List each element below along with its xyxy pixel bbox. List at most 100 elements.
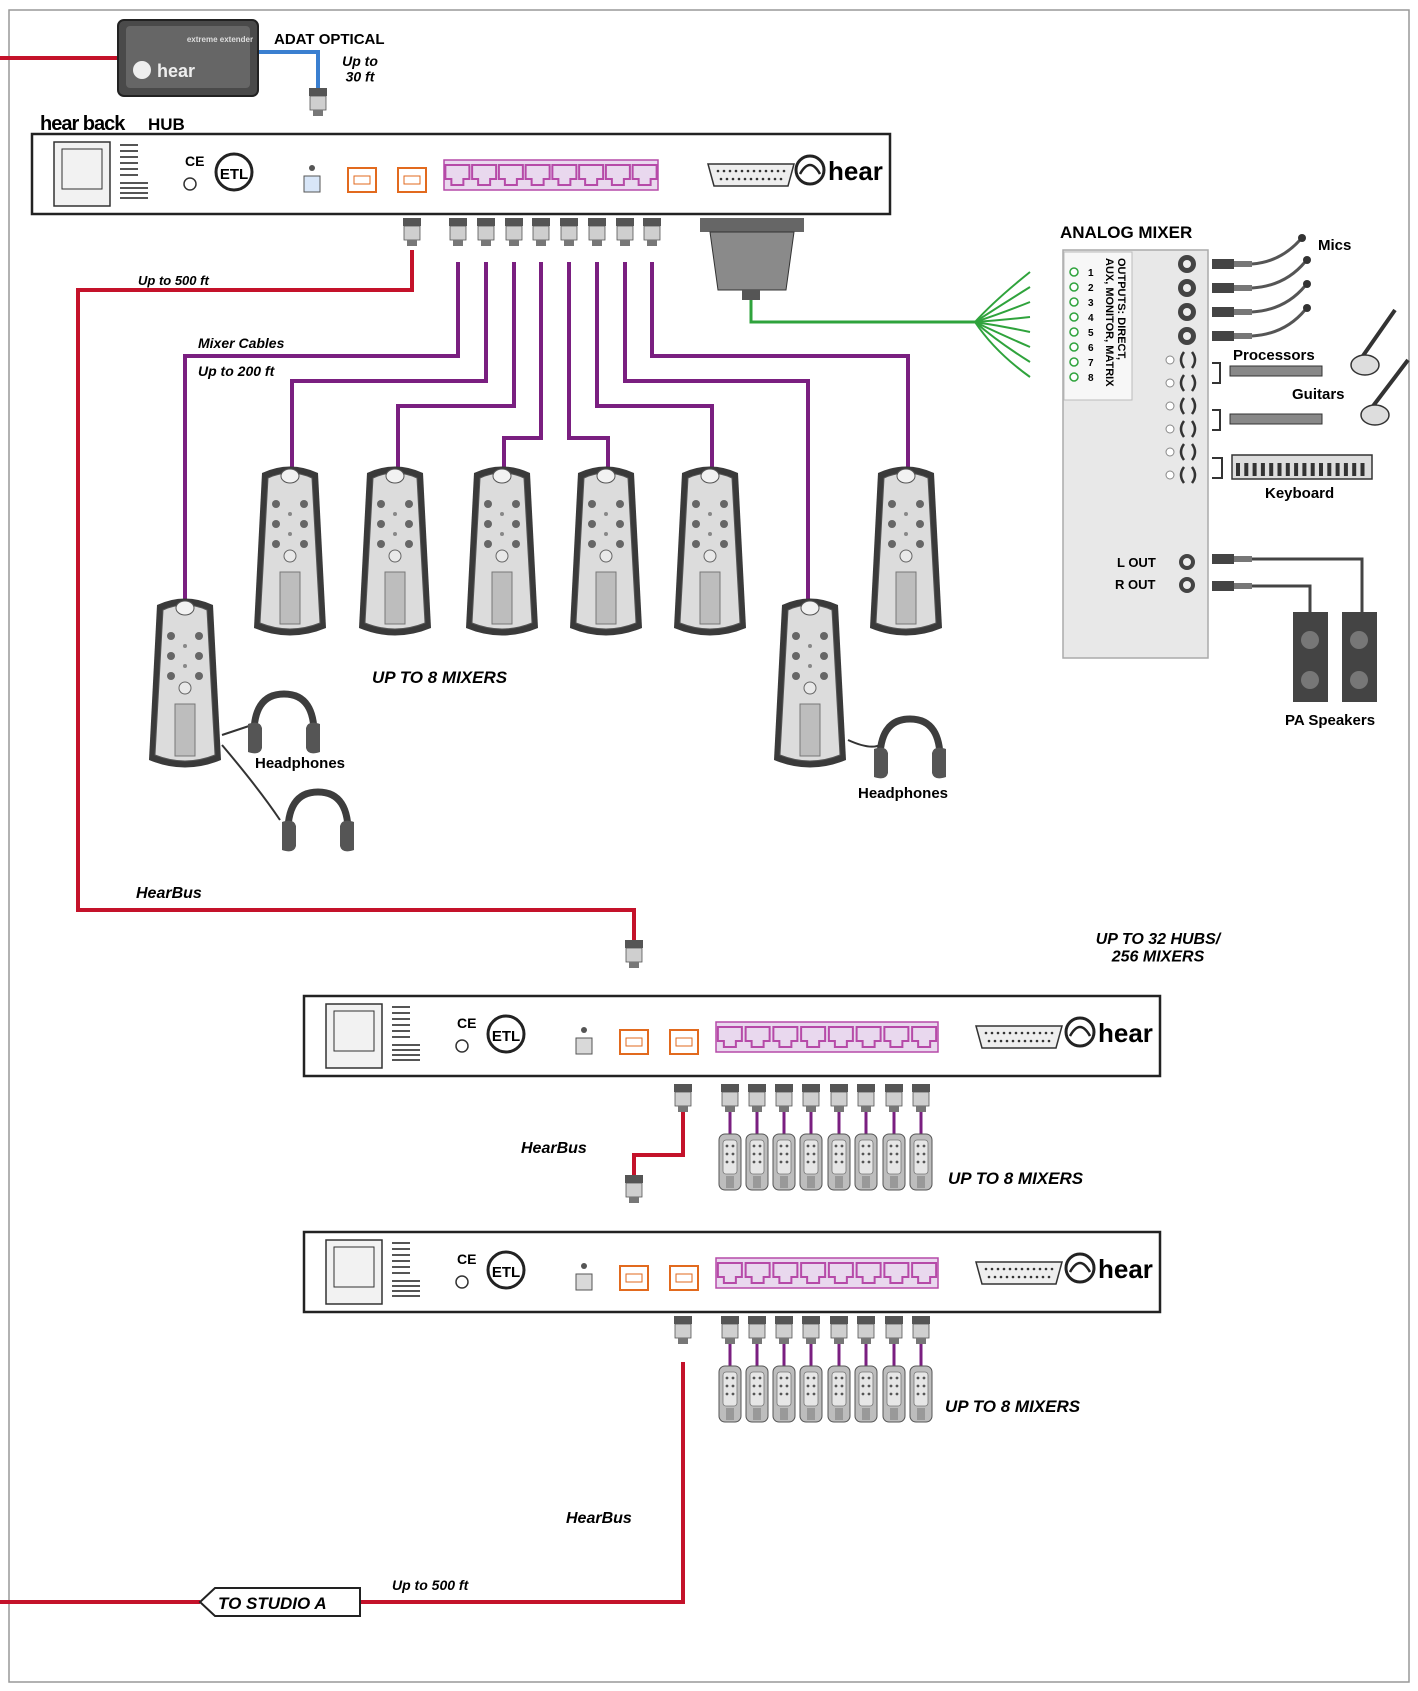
hearback-brand-label: hear back [40, 113, 126, 135]
personal-mixer-7 [148, 598, 222, 768]
personal-mixers-hub3 [673, 1315, 933, 1423]
hub2-in-plug [624, 939, 644, 969]
to-studio-a-tag: TO STUDIO A [198, 1587, 361, 1617]
ce-mark: CE [457, 1015, 476, 1031]
personal-mixer-small [718, 1133, 742, 1191]
personal-mixer-small [909, 1133, 933, 1191]
headphones-icon [874, 719, 946, 778]
adat-plug [308, 87, 328, 117]
mixer-cables-length: Up to 200 ft [198, 363, 276, 379]
power-inlet-icon [325, 1239, 383, 1305]
headphones-icon [248, 694, 320, 753]
personal-mixer-small [854, 1365, 878, 1423]
etl-mark: ETL [492, 1264, 520, 1281]
headphones-label-right: Headphones [858, 785, 948, 802]
hub1-plugs [402, 217, 662, 247]
db25-connector [975, 1025, 1063, 1049]
hub-1: CE ETL hear [30, 132, 892, 216]
guitar-icon [1350, 354, 1380, 376]
hear-logo-icon [1064, 1252, 1096, 1284]
analog-mixer-title: ANALOG MIXER [1060, 223, 1192, 242]
keyboard-label: Keyboard [1265, 485, 1334, 502]
power-inlet-icon [53, 141, 111, 207]
personal-mixer-4 [569, 466, 643, 636]
processors-guitars [1212, 308, 1410, 431]
hearbus-length-top: Up to 500 ft [138, 273, 209, 288]
hub-logo: hear [828, 156, 883, 186]
personal-mixer-small [827, 1133, 851, 1191]
guitars-label: Guitars [1292, 386, 1345, 403]
channel-number: 4 [1088, 313, 1094, 324]
hearbus-label-3: HearBus [566, 1510, 632, 1527]
up-to-8-mixers-mid: UP TO 8 MIXERS [948, 1169, 1084, 1188]
processors-label: Processors [1233, 347, 1315, 364]
channel-number: 3 [1088, 298, 1094, 309]
hearbus-length-bot: Up to 500 ft [392, 1577, 470, 1593]
pa-speakers-label: PA Speakers [1285, 712, 1375, 729]
guitar-icon [1360, 404, 1390, 426]
channel-number: 5 [1088, 328, 1094, 339]
ce-mark: CE [185, 153, 204, 169]
hearbus-cable-hub1-hub2 [76, 250, 636, 940]
mixer-cables-hub1 [183, 262, 910, 600]
up-to-8-mixers-bot: UP TO 8 MIXERS [945, 1397, 1081, 1416]
extender-logo-icon [133, 61, 151, 79]
extender-brand: hear [157, 61, 195, 81]
personal-mixer-small [745, 1133, 769, 1191]
adat-optical-label: ADAT OPTICAL [274, 31, 385, 48]
etl-icon [486, 1250, 526, 1290]
analog-snake-fanout [974, 271, 1031, 378]
hear-logo-icon [794, 154, 826, 186]
headphones-icon [282, 792, 354, 851]
personal-mixer-small [799, 1365, 823, 1423]
headphones-group [221, 694, 946, 851]
adat-optical-cable [248, 50, 320, 88]
channel-number: 2 [1088, 283, 1094, 294]
keyboard-icon [1212, 454, 1373, 480]
headphones-label-left: Headphones [255, 755, 345, 772]
db25-connector [707, 163, 795, 187]
personal-mixer-small [718, 1365, 742, 1423]
pa-speakers [1212, 554, 1377, 702]
personal-mixer-small [772, 1133, 796, 1191]
up-to-8-mixers-top: UP TO 8 MIXERS [372, 668, 508, 687]
hear-logo-icon [1064, 1016, 1096, 1048]
channel-number: 7 [1088, 358, 1094, 369]
personal-mixers-top [148, 466, 943, 768]
personal-mixer-small [854, 1133, 878, 1191]
channel-number: 8 [1088, 373, 1094, 384]
etl-icon [214, 152, 254, 192]
l-out-label: L OUT [1117, 555, 1156, 570]
mic-group [1212, 234, 1311, 341]
hearbus-port [669, 1029, 699, 1055]
personal-mixer-8 [773, 598, 847, 768]
hub-logo: hear [1098, 1018, 1153, 1048]
mixer-inputs [1165, 255, 1197, 484]
etl-mark: ETL [220, 166, 248, 183]
hearbus-port [619, 1265, 649, 1291]
hearbus-label-1: HearBus [136, 885, 202, 902]
analog-output-cable [749, 300, 975, 324]
hub3-in-plug [624, 1174, 644, 1204]
hearbus-cable-to-studio [360, 1362, 685, 1604]
hearbus-port [397, 167, 427, 193]
personal-mixer-small [827, 1365, 851, 1423]
hearbus-port [619, 1029, 649, 1055]
personal-mixer-small [882, 1133, 906, 1191]
to-studio-label: TO STUDIO A [218, 1594, 327, 1613]
mixer-cables-label: Mixer Cables [198, 335, 285, 351]
mics-label: Mics [1318, 237, 1351, 254]
personal-mixer-3 [465, 466, 539, 636]
personal-mixers-hub2 [673, 1083, 933, 1191]
power-inlet-icon [325, 1003, 383, 1069]
personal-mixer-2 [358, 466, 432, 636]
etl-mark: ETL [492, 1028, 520, 1045]
channel-number: 6 [1088, 343, 1094, 354]
hearbus-cable-hub2-hub3 [632, 1100, 685, 1175]
personal-mixer-5 [673, 466, 747, 636]
